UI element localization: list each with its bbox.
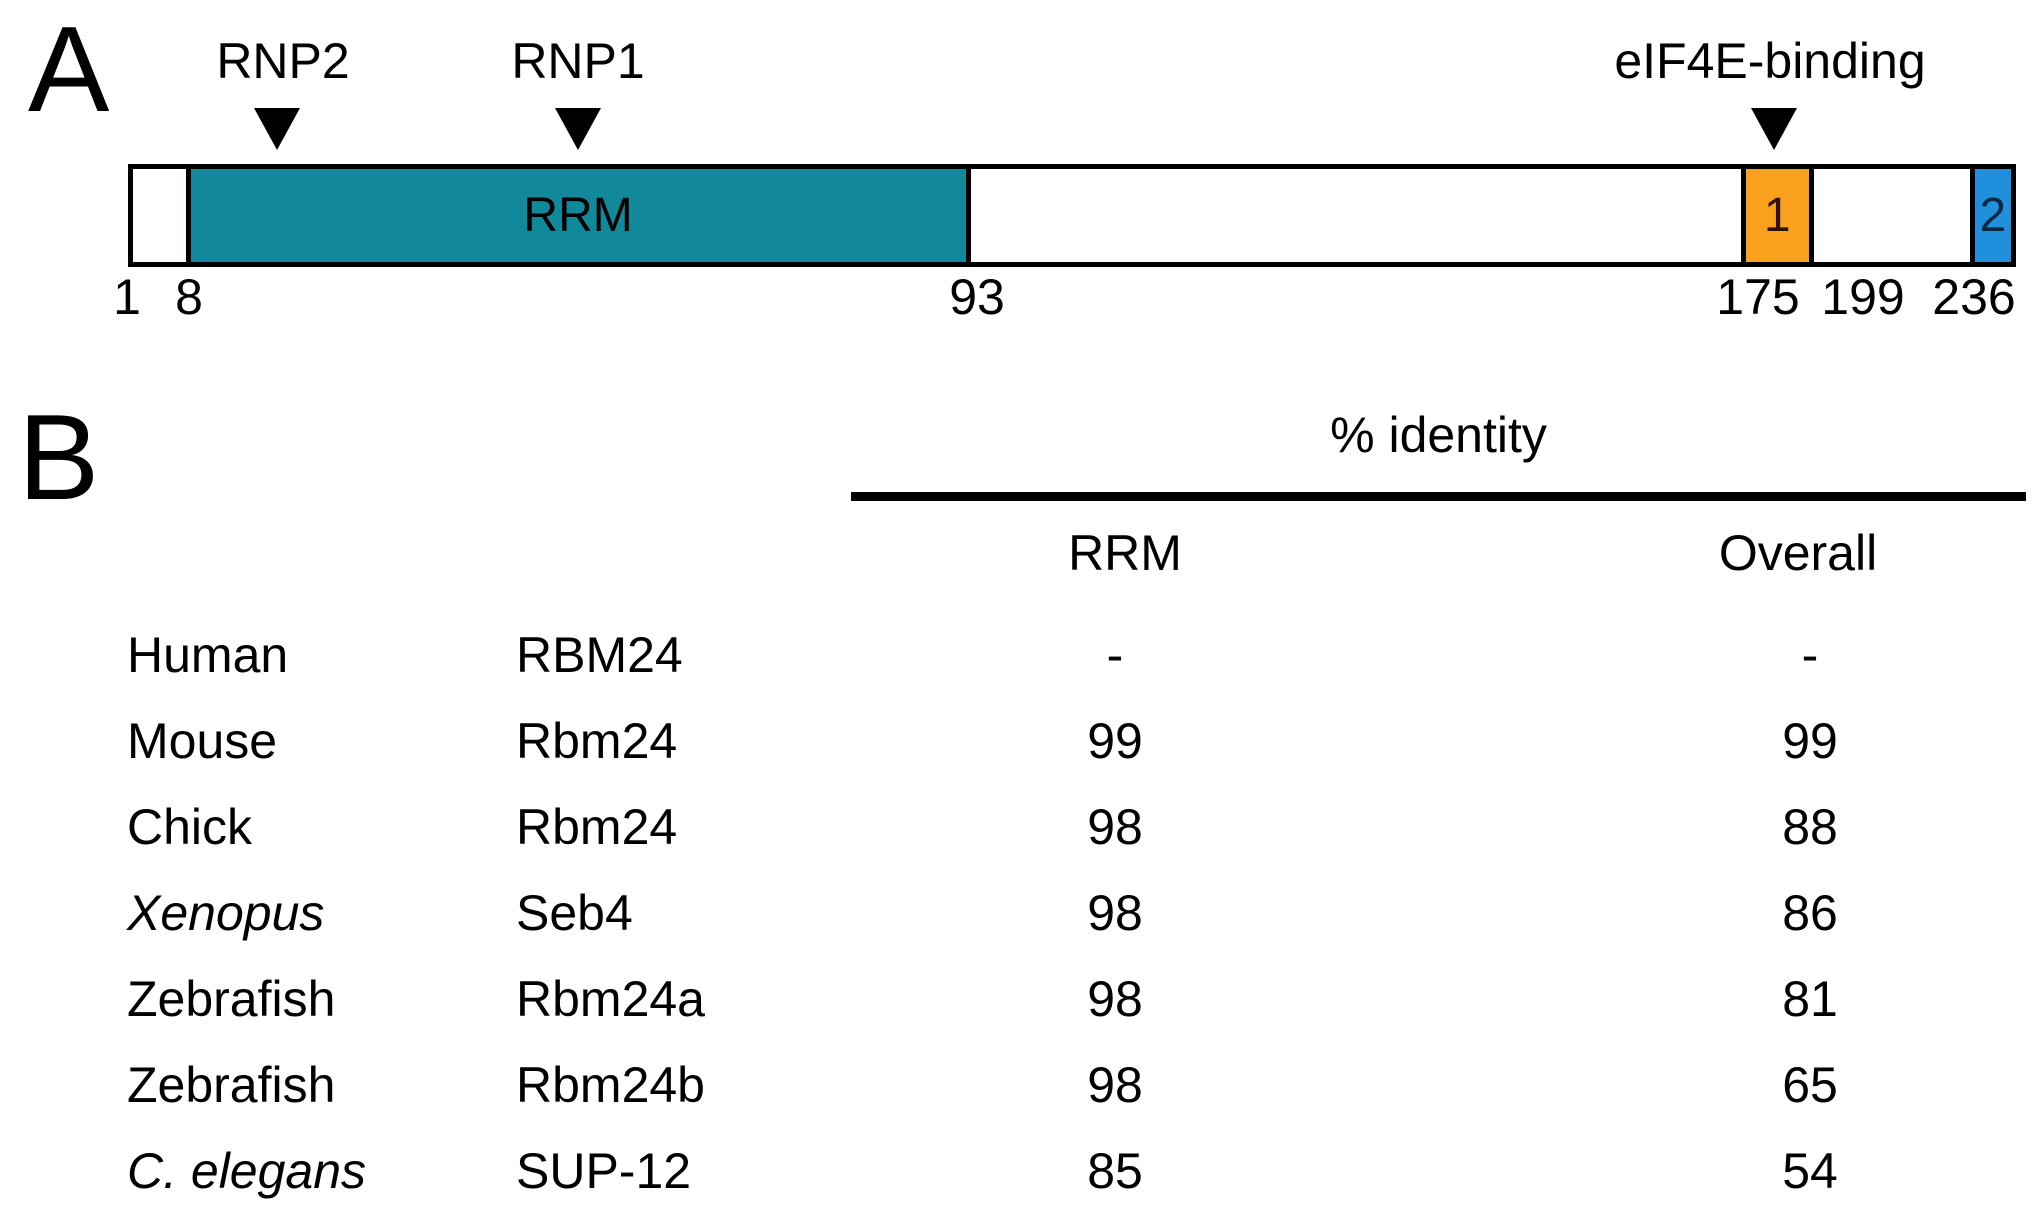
rrm-identity-cell: 98	[1087, 799, 1143, 855]
percent-identity-header: % identity	[1330, 407, 1547, 463]
overall-identity-cell: 65	[1782, 1057, 1838, 1113]
species-cell: C. elegans	[127, 1143, 367, 1199]
position-label-236: 236	[1932, 269, 2016, 325]
panel-b-label: B	[18, 389, 100, 525]
table-header-rule	[851, 492, 2026, 501]
overall-identity-cell: 86	[1782, 885, 1838, 941]
rrm-identity-cell: 98	[1087, 971, 1143, 1027]
overall-identity-cell: 54	[1782, 1143, 1838, 1199]
protein-cell: Rbm24	[516, 713, 678, 769]
rrm-domain-label: RRM	[523, 189, 633, 242]
species-cell: Mouse	[127, 713, 278, 769]
column-header-rrm: RRM	[1068, 525, 1182, 581]
protein-cell: Seb4	[516, 885, 633, 941]
overall-identity-cell: 99	[1782, 713, 1838, 769]
position-label-175: 175	[1716, 269, 1800, 325]
protein-cell: Rbm24	[516, 799, 678, 855]
down-arrowhead-icon	[555, 108, 601, 150]
rrm-identity-cell: 85	[1087, 1143, 1143, 1199]
down-arrowhead-icon	[1751, 108, 1797, 150]
protein-cell: Rbm24a	[516, 971, 705, 1027]
protein-cell: Rbm24b	[516, 1057, 705, 1113]
species-cell: Chick	[127, 799, 253, 855]
eif4e-binding-1-segment: 1	[1740, 169, 1814, 262]
overall-identity-cell: -	[1801, 627, 1819, 683]
eif4e-binding-1-label: 1	[1763, 189, 1791, 242]
overall-identity-cell: 81	[1782, 971, 1838, 1027]
rrm-identity-cell: 98	[1087, 1057, 1143, 1113]
position-label-8: 8	[175, 269, 203, 325]
down-arrowhead-icon	[254, 108, 300, 150]
rrm-identity-cell: 99	[1087, 713, 1143, 769]
position-label-93: 93	[949, 269, 1005, 325]
rrm-identity-cell: 98	[1087, 885, 1143, 941]
eif4e-binding-2-segment: 2	[1969, 169, 2011, 262]
eif4e-binding-2-label: 2	[1979, 189, 2007, 242]
position-label-199: 199	[1821, 269, 1905, 325]
rrm-domain-segment: RRM	[185, 169, 971, 262]
protein-cell: RBM24	[516, 627, 683, 683]
species-cell: Human	[127, 627, 289, 683]
overall-identity-cell: 88	[1782, 799, 1838, 855]
species-cell: Xenopus	[127, 885, 325, 941]
position-label-1: 1	[113, 269, 141, 325]
protein-cell: SUP-12	[516, 1143, 692, 1199]
panel-a-label: A	[28, 1, 110, 137]
protein-domain-bar: RRM 1 2	[128, 164, 2016, 267]
rnp1-label: RNP1	[511, 33, 645, 89]
species-cell: Zebrafish	[127, 971, 336, 1027]
rrm-identity-cell: -	[1106, 627, 1124, 683]
eif4e-binding-label: eIF4E-binding	[1614, 33, 1926, 89]
column-header-overall: Overall	[1718, 525, 1878, 581]
rnp2-label: RNP2	[216, 33, 350, 89]
species-cell: Zebrafish	[127, 1057, 336, 1113]
